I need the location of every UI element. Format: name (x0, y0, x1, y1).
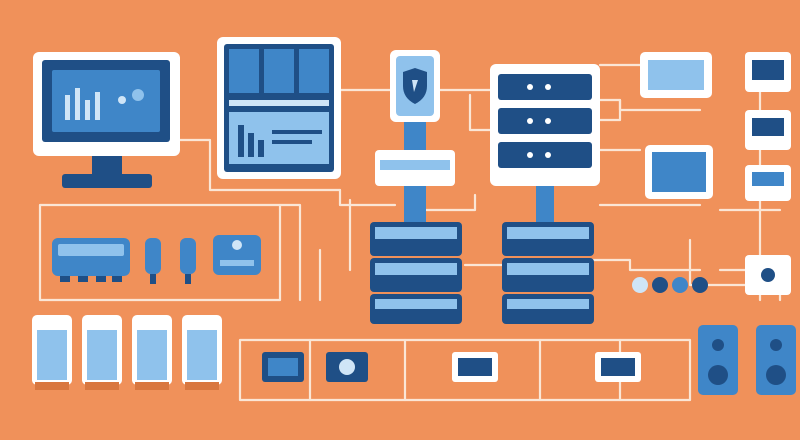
battery-pack-icon (182, 315, 222, 390)
media-player-icon (595, 352, 641, 382)
tablet-icon (640, 52, 712, 98)
stacked-server-icon (370, 222, 462, 324)
network-switch-icon (52, 238, 130, 282)
badge-icon (745, 255, 791, 295)
speaker-icon (698, 325, 738, 395)
stacked-server-icon (502, 222, 594, 324)
speaker-icon (756, 325, 796, 395)
usb-drive-icon (145, 238, 161, 284)
usb-drive-icon (180, 238, 196, 284)
connector-dots (632, 277, 708, 293)
badge-icon (745, 110, 791, 150)
battery-pack-icon (32, 315, 72, 390)
media-player-icon (452, 352, 498, 382)
tablet-icon (645, 145, 713, 199)
media-player-icon (262, 352, 304, 382)
battery-pack-icon (82, 315, 122, 390)
dashboard-screen-icon (217, 37, 341, 179)
battery-pack-icon (132, 315, 172, 390)
server-rack-icon (490, 64, 600, 226)
shield-kiosk-icon (375, 50, 455, 224)
badge-icon (745, 52, 791, 92)
router-icon (213, 235, 261, 275)
media-player-icon (326, 352, 368, 382)
badge-icon (745, 165, 791, 201)
monitor-icon (33, 52, 180, 188)
